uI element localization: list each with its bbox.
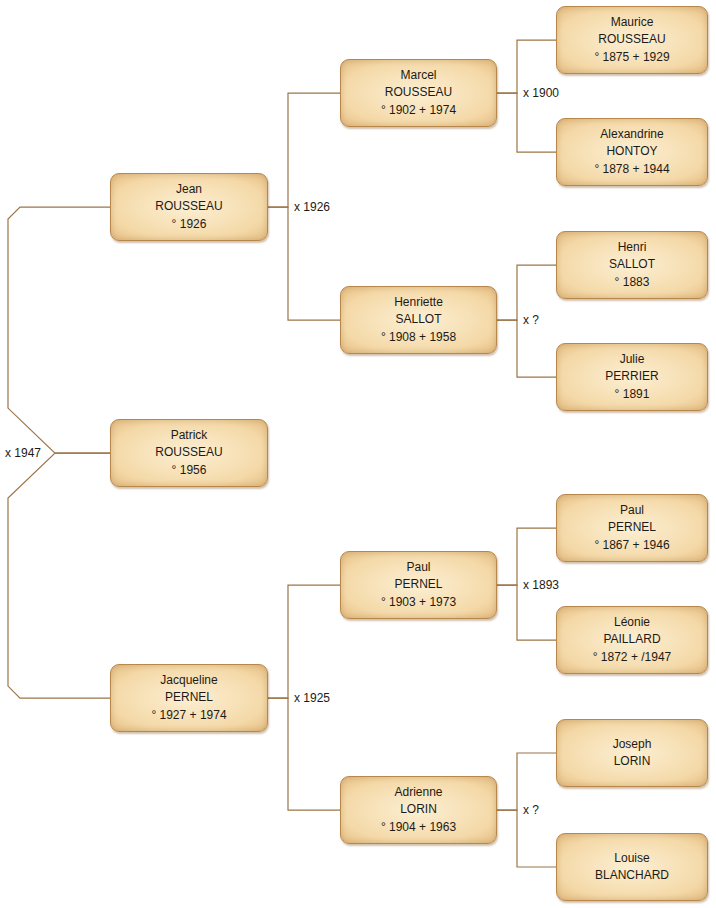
lineage-connector — [497, 528, 556, 585]
person-box: PatrickROUSSEAU° 1956 — [110, 419, 268, 487]
life-dates: ° 1903 + 1973 — [347, 594, 490, 611]
surname: PERNEL — [117, 689, 261, 706]
lineage-connector — [497, 753, 556, 810]
person-box: LéoniePAILLARD° 1872 + /1947 — [556, 606, 708, 674]
person-box: PaulPERNEL° 1867 + 1946 — [556, 494, 708, 562]
surname: HONTOY — [563, 143, 701, 160]
person-box: PaulPERNEL° 1903 + 1973 — [340, 551, 497, 619]
marriage-label: x 1925 — [292, 691, 332, 705]
given-name: Paul — [563, 502, 701, 519]
person-box: AlexandrineHONTOY° 1878 + 1944 — [556, 118, 708, 186]
surname: SALLOT — [347, 311, 490, 328]
given-name: Paul — [347, 559, 490, 576]
lineage-connector — [8, 453, 110, 698]
marriage-label: x 1926 — [292, 200, 332, 214]
marriage-label: x 1900 — [521, 86, 561, 100]
life-dates: ° 1904 + 1963 — [347, 819, 490, 836]
surname: SALLOT — [563, 256, 701, 273]
lineage-connector — [8, 207, 110, 453]
lineage-connector — [497, 265, 556, 320]
marriage-label: x 1947 — [3, 446, 43, 460]
person-box: JuliePERRIER° 1891 — [556, 343, 708, 411]
lineage-connector — [497, 810, 556, 867]
given-name: Joseph — [563, 736, 701, 753]
person-box: HenriSALLOT° 1883 — [556, 231, 708, 299]
surname: PERNEL — [563, 519, 701, 536]
given-name: Maurice — [563, 14, 701, 31]
lineage-connector — [268, 698, 340, 810]
person-box: HenrietteSALLOT° 1908 + 1958 — [340, 286, 497, 354]
surname: BLANCHARD — [563, 867, 701, 884]
lineage-connector — [497, 93, 556, 152]
surname: PERNEL — [347, 576, 490, 593]
surname: PAILLARD — [563, 631, 701, 648]
person-box: MarcelROUSSEAU° 1902 + 1974 — [340, 59, 497, 127]
marriage-label: x ? — [521, 803, 541, 817]
surname: ROUSSEAU — [347, 84, 490, 101]
given-name: Marcel — [347, 67, 490, 84]
person-box: MauriceROUSSEAU° 1875 + 1929 — [556, 6, 708, 74]
given-name: Patrick — [117, 427, 261, 444]
life-dates: ° 1878 + 1944 — [563, 161, 701, 178]
surname: LORIN — [563, 753, 701, 770]
person-box: JeanROUSSEAU° 1926 — [110, 173, 268, 241]
lineage-connector — [268, 93, 340, 207]
given-name: Jean — [117, 181, 261, 198]
surname: LORIN — [347, 801, 490, 818]
life-dates: ° 1926 — [117, 216, 261, 233]
given-name: Alexandrine — [563, 126, 701, 143]
surname: ROUSSEAU — [117, 444, 261, 461]
given-name: Jacqueline — [117, 672, 261, 689]
surname: ROUSSEAU — [117, 198, 261, 215]
given-name: Henriette — [347, 294, 490, 311]
life-dates: ° 1872 + /1947 — [563, 649, 701, 666]
life-dates: ° 1883 — [563, 274, 701, 291]
lineage-connector — [497, 320, 556, 377]
life-dates: ° 1875 + 1929 — [563, 49, 701, 66]
lineage-connector — [268, 585, 340, 698]
given-name: Louise — [563, 850, 701, 867]
lineage-connector — [497, 585, 556, 640]
lineage-connector — [268, 207, 340, 320]
surname: PERRIER — [563, 368, 701, 385]
given-name: Henri — [563, 239, 701, 256]
given-name: Léonie — [563, 614, 701, 631]
given-name: Adrienne — [347, 784, 490, 801]
life-dates: ° 1891 — [563, 386, 701, 403]
life-dates: ° 1902 + 1974 — [347, 102, 490, 119]
life-dates: ° 1927 + 1974 — [117, 707, 261, 724]
life-dates: ° 1867 + 1946 — [563, 537, 701, 554]
person-box: JacquelinePERNEL° 1927 + 1974 — [110, 664, 268, 732]
life-dates: ° 1908 + 1958 — [347, 329, 490, 346]
person-box: JosephLORIN — [556, 719, 708, 787]
given-name: Julie — [563, 351, 701, 368]
marriage-label: x ? — [521, 313, 541, 327]
person-box: AdrienneLORIN° 1904 + 1963 — [340, 776, 497, 844]
surname: ROUSSEAU — [563, 31, 701, 48]
person-box: LouiseBLANCHARD — [556, 833, 708, 901]
life-dates: ° 1956 — [117, 462, 261, 479]
marriage-label: x 1893 — [521, 578, 561, 592]
